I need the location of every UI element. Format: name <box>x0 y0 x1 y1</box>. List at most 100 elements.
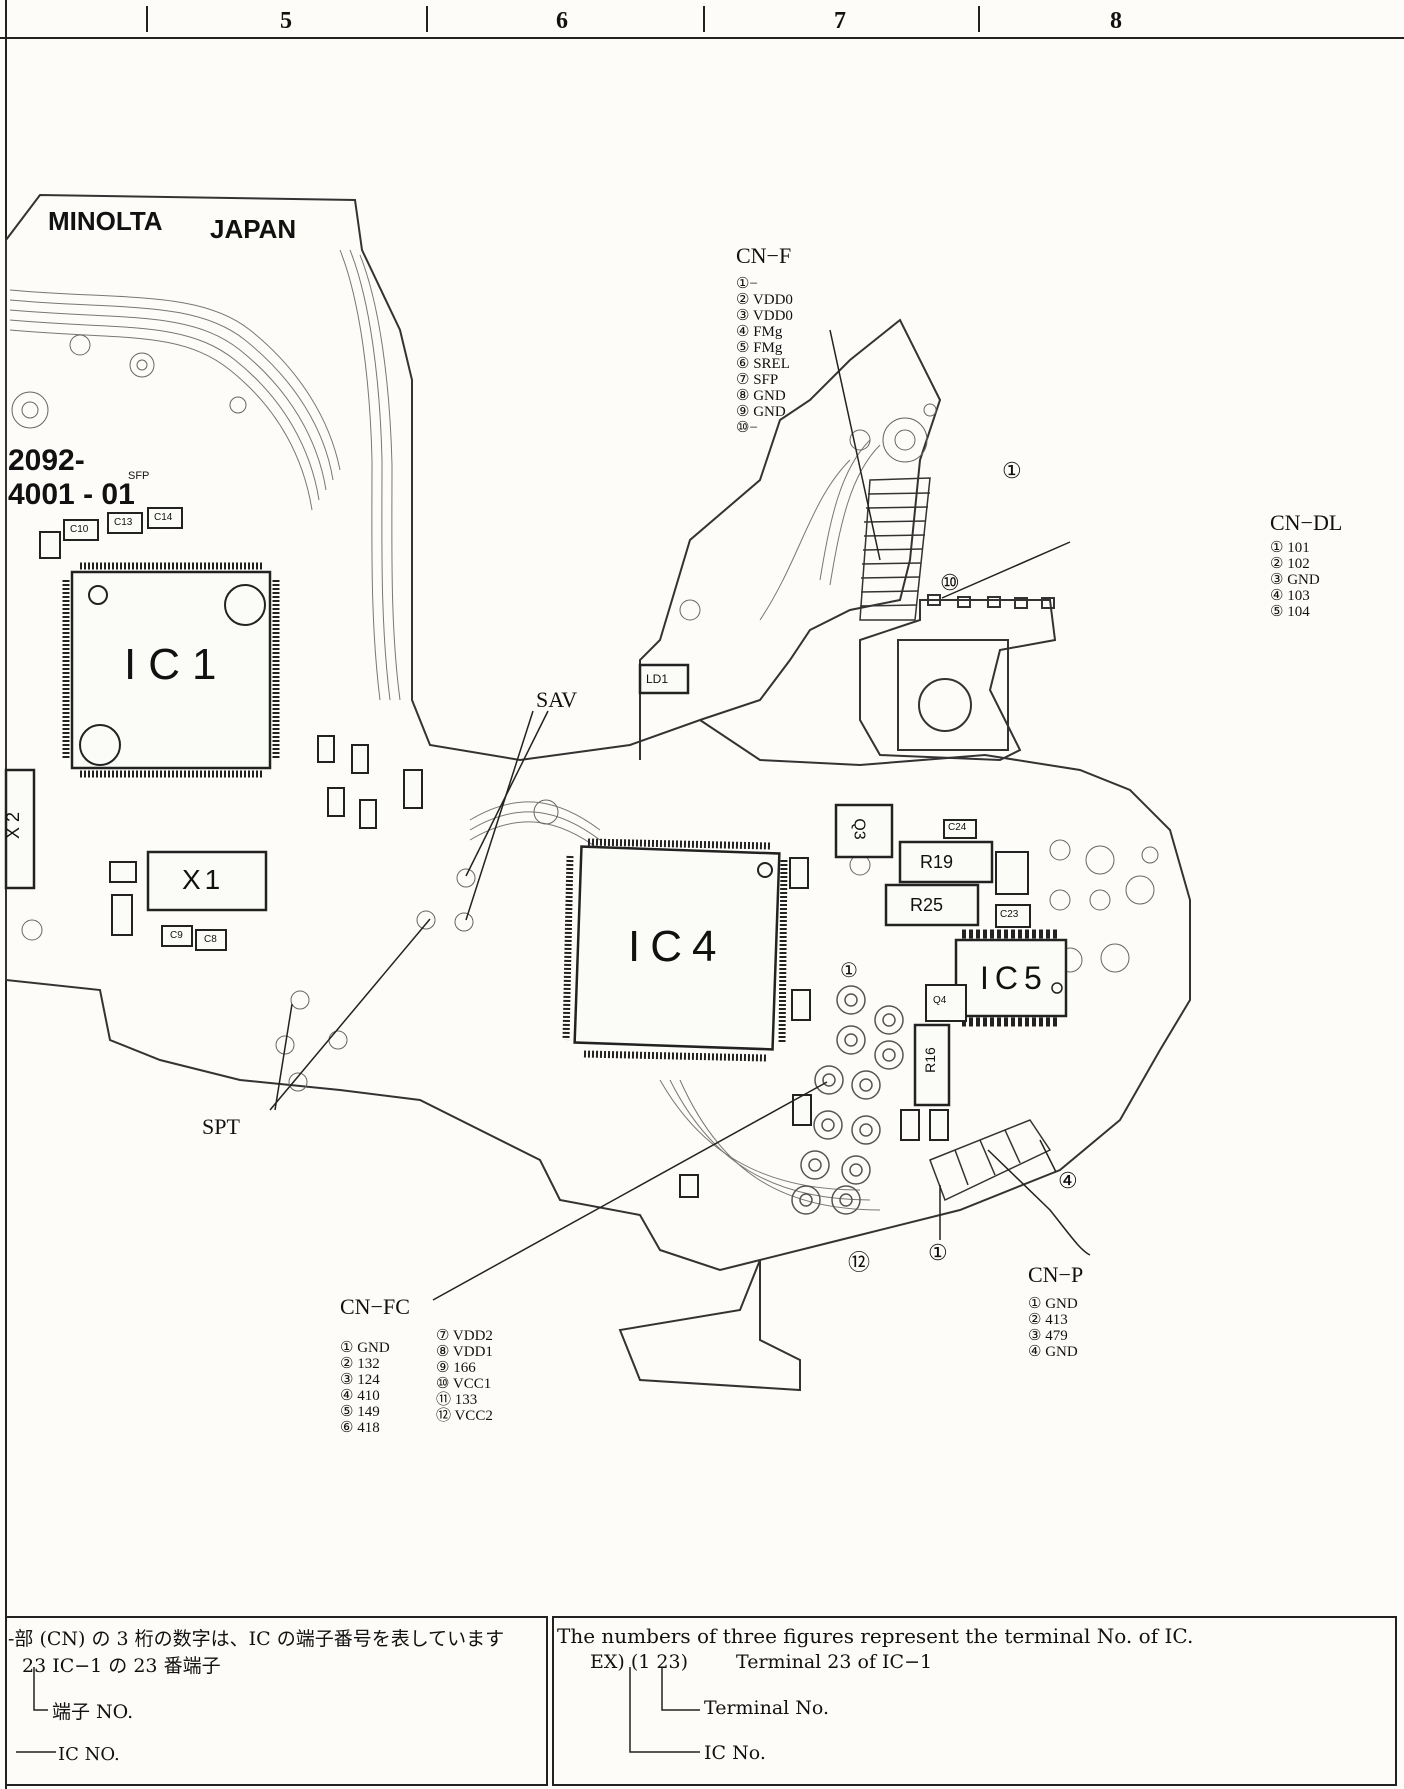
note-en-example-desc: Terminal 23 of IC−1 <box>736 1651 933 1673</box>
cnfc-pin: ⑩ VCC1 <box>436 1376 492 1392</box>
cnf-pin: ⑩− <box>736 420 758 436</box>
flex-cnf <box>639 318 942 760</box>
r19-resistor <box>898 840 994 884</box>
cnf-pin: ⑤ FMg <box>736 340 783 356</box>
zone-5: 5 <box>280 8 292 34</box>
c13-cap <box>107 512 143 534</box>
note-jp-example: 23 IC−1 の 23 番端子 <box>22 1655 221 1677</box>
cnf-pin-list: ①− ② VDD0 ③ VDD0 ④ FMg ⑤ FMg ⑥ SREL ⑦ SF… <box>736 276 793 436</box>
cnf-pin: ③ VDD0 <box>736 308 793 324</box>
cnf-pad-strip <box>859 477 931 621</box>
cnf-pin: ⑦ SFP <box>736 372 779 388</box>
zone-7: 7 <box>834 8 846 34</box>
ld1-label: LD1 <box>646 672 669 686</box>
zone-tick <box>703 6 705 32</box>
trace-bundle <box>9 249 881 1211</box>
c-low2 <box>929 1109 949 1141</box>
note-en-ic: IC No. <box>704 1742 766 1764</box>
c-mid2 <box>351 744 369 774</box>
cnp-pin: ③ 479 <box>1028 1328 1068 1344</box>
r25-label: R25 <box>910 895 944 915</box>
cndl-title: CN−DL <box>1270 510 1343 535</box>
ic1-package <box>62 562 280 778</box>
c9-label: C9 <box>170 930 183 941</box>
leader-lines <box>269 329 1091 1301</box>
ic1-label: IC1 <box>124 640 229 689</box>
q4-transistor <box>925 984 967 1022</box>
cnp-title: CN−P <box>1028 1262 1084 1287</box>
c10-cap <box>63 519 99 541</box>
cnfc-pin12-marker: ⑫ <box>848 1250 871 1275</box>
r25-resistor <box>884 883 980 927</box>
sav-label: SAV <box>536 687 578 712</box>
cnfc-pin: ⑧ VDD1 <box>436 1344 493 1360</box>
c8-label: C8 <box>204 934 217 945</box>
maker-logo: MINOLTA <box>48 206 163 236</box>
x1-crystal <box>146 850 268 912</box>
cnf-pin: ④ FMg <box>736 324 783 340</box>
zone-tick <box>146 6 148 32</box>
ld1-component <box>638 663 690 695</box>
r19-label: R19 <box>920 852 954 872</box>
c13-label: C13 <box>114 517 133 528</box>
note-en-example-prefix: EX) (1 23) <box>590 1651 688 1673</box>
c8-cap <box>195 929 227 951</box>
note-jp-line: -部 (CN) の 3 桁の数字は、IC の端子番号を表しています <box>8 1628 505 1650</box>
note-boxes <box>5 1616 1397 1786</box>
c23-label: C23 <box>1000 909 1019 920</box>
c-mid1 <box>317 735 335 763</box>
r2-res <box>109 861 137 883</box>
flex-tail <box>618 1259 801 1392</box>
cndl-hole <box>918 678 972 732</box>
x2-label: X 2 <box>3 811 24 840</box>
r1-res <box>111 894 133 936</box>
pcb-outline <box>5 193 1191 1272</box>
x1-label: X1 <box>182 864 225 895</box>
ic5-label: IC5 <box>980 960 1048 996</box>
zone-6: 6 <box>556 8 568 34</box>
cnf-title: CN−F <box>736 243 792 268</box>
cnf-pin10-marker: ⑩ <box>940 570 960 595</box>
ic4-label: IC4 <box>628 922 727 971</box>
cnfc-pin1-marker: ① <box>840 960 858 982</box>
note-en-terminal: Terminal No. <box>704 1697 830 1719</box>
cnfc-pin: ① GND <box>340 1340 390 1356</box>
cnp-pin: ④ GND <box>1028 1344 1078 1360</box>
zone-tick <box>426 6 428 32</box>
cnfc-pin: ⑦ VDD2 <box>436 1328 493 1344</box>
zone-8: 8 <box>1110 8 1122 34</box>
flex-cndl <box>859 599 1057 762</box>
cndl-block <box>897 639 1009 751</box>
cndl-pin: ③ GND <box>1270 572 1320 588</box>
c-ic4a <box>789 857 809 889</box>
cnfc-pin-list-1: ① GND ② 132 ③ 124 ④ 410 ⑤ 149 ⑥ 418 <box>340 1340 390 1436</box>
c23-cap <box>995 904 1031 928</box>
cnfc-pin: ⑤ 149 <box>340 1404 380 1420</box>
cndl-pin: ④ 103 <box>1270 588 1310 604</box>
cnfc-pin: ⑪ 133 <box>436 1392 478 1408</box>
cnf-pin: ② VDD0 <box>736 292 793 308</box>
r16-resistor <box>913 1023 951 1107</box>
c-mid3 <box>327 787 345 817</box>
zone-tick <box>978 6 980 32</box>
c24-cap <box>943 819 977 839</box>
q4-label: Q4 <box>933 995 947 1006</box>
note-jp-ic: IC NO. <box>58 1744 120 1765</box>
cnf-pin1-marker: ① <box>1002 458 1022 483</box>
cnp-pin1-marker: ① <box>928 1240 948 1265</box>
cndl-pin-list: ① 101 ② 102 ③ GND ④ 103 ⑤ 104 <box>1270 540 1320 620</box>
cnfc-pin-list-2: ⑦ VDD2 ⑧ VDD1 ⑨ 166 ⑩ VCC1 ⑪ 133 ⑫ VCC2 <box>436 1328 493 1424</box>
country-mark: JAPAN <box>210 214 297 244</box>
cnfc-pin: ② 132 <box>340 1356 380 1372</box>
cnf-pin: ⑧ GND <box>736 388 786 404</box>
c10-label: C10 <box>70 524 89 535</box>
cnf-pin: ⑨ GND <box>736 404 786 420</box>
cndl-pins <box>927 594 1055 609</box>
cnp-pin: ① GND <box>1028 1296 1078 1312</box>
c24-label: C24 <box>948 822 967 833</box>
cnf-pin: ⑥ SREL <box>736 356 790 372</box>
c-low1 <box>900 1109 920 1141</box>
cndl-pin: ② 102 <box>1270 556 1310 572</box>
x2-crystal <box>4 768 36 890</box>
